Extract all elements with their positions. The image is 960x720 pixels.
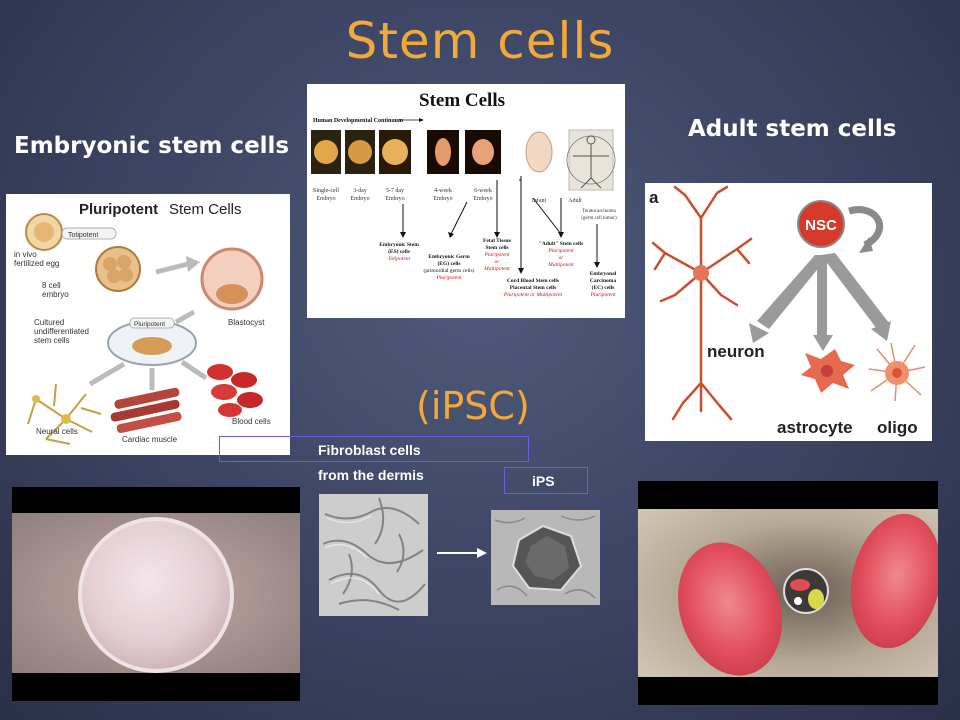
- svg-text:(germ cell tumor): (germ cell tumor): [581, 216, 617, 221]
- svg-text:Embryo: Embryo: [473, 196, 492, 202]
- svg-text:Embryo: Embryo: [350, 196, 369, 202]
- svg-text:Blastocyst: Blastocyst: [228, 318, 265, 327]
- svg-text:(ES) cells: (ES) cells: [388, 248, 410, 255]
- fibroblast-label-line2: from the dermis: [318, 467, 424, 483]
- svg-text:Placental Stem cells: Placental Stem cells: [510, 285, 556, 291]
- blood-cells-image: [207, 364, 263, 417]
- arrow-icon: [437, 546, 487, 560]
- self-renewal-arrow: [848, 206, 884, 249]
- arrow-to-oligo: [821, 253, 889, 329]
- svg-text:Single-cell: Single-cell: [313, 188, 339, 194]
- svg-text:undifferentiated: undifferentiated: [34, 327, 89, 336]
- svg-text:a: a: [649, 188, 659, 207]
- svg-text:or: or: [559, 255, 565, 261]
- svg-text:Fetal Tissue: Fetal Tissue: [483, 238, 512, 244]
- svg-text:Embryonal: Embryonal: [590, 271, 617, 277]
- astrocyte-image: [801, 349, 855, 393]
- svg-text:Blood cells: Blood cells: [232, 417, 271, 426]
- astrocyte-label: astrocyte: [777, 418, 853, 437]
- svg-text:Pluripotent: Pluripotent: [435, 275, 462, 281]
- svg-text:(EC) cells: (EC) cells: [592, 284, 615, 291]
- page-title: Stem cells: [345, 12, 615, 70]
- svg-text:Embryonic Germ: Embryonic Germ: [428, 254, 470, 260]
- fibroblast-label-box: [219, 436, 529, 462]
- svg-text:Carcinoma: Carcinoma: [590, 278, 616, 284]
- svg-text:Pluripotent: Pluripotent: [483, 252, 510, 258]
- svg-text:embryo: embryo: [42, 290, 69, 299]
- ips-label: iPS: [532, 473, 555, 489]
- svg-text:8 cell: 8 cell: [42, 281, 61, 290]
- embryo-video-frame: [12, 487, 300, 701]
- nsc-label: NSC: [805, 217, 837, 234]
- svg-text:or: or: [495, 259, 501, 265]
- svg-text:Cord Blood Stem cells: Cord Blood Stem cells: [507, 278, 559, 284]
- 8-cell-embryo-image: [95, 246, 141, 292]
- svg-text:Embryonic Stem: Embryonic Stem: [379, 242, 419, 248]
- pluripotent-title-bold: Pluripotent: [79, 201, 158, 218]
- adult-heading: Adult stem cells: [688, 116, 897, 142]
- ipsc-heading: (iPSC): [416, 384, 530, 428]
- nsc-cell-image: [797, 200, 845, 248]
- svg-text:5-7 day: 5-7 day: [386, 188, 404, 194]
- svg-text:4-week: 4-week: [434, 188, 452, 194]
- oligodendrocyte-image: [868, 342, 926, 402]
- svg-text:Adult: Adult: [568, 198, 582, 204]
- oligo-label: oligo: [877, 418, 918, 437]
- ips-micrograph: [491, 510, 600, 605]
- pluripotent-diagram: Pluripotent Stem Cells Totipotent in viv…: [6, 194, 290, 455]
- svg-text:Pluripotent: Pluripotent: [547, 248, 574, 254]
- stem-cell-cluster-image: [783, 568, 829, 614]
- developmental-continuum-diagram: Stem Cells Human Developmental Continuum…: [307, 84, 625, 318]
- adult-vitruvian-image: [566, 129, 616, 191]
- svg-text:fertilized egg: fertilized egg: [14, 259, 59, 268]
- blood-vessel-video-frame: [638, 481, 942, 705]
- embryo-stage-images: [311, 130, 501, 174]
- svg-text:Cultured: Cultured: [34, 318, 64, 327]
- svg-text:Embryo: Embryo: [316, 196, 335, 202]
- svg-text:"Adult" Stem cells: "Adult" Stem cells: [539, 241, 583, 247]
- continuum-title: Stem Cells: [419, 90, 505, 111]
- svg-text:3-day: 3-day: [353, 188, 367, 194]
- svg-text:Multipotent: Multipotent: [547, 262, 574, 268]
- embryonic-heading: Embryonic stem cells: [14, 133, 290, 159]
- svg-text:6-week: 6-week: [474, 188, 492, 194]
- pluripotent-tag: Pluripotent: [134, 321, 165, 328]
- neural-stem-cell-diagram: a neuron NSC astrocyte: [645, 183, 932, 441]
- neuron-label: neuron: [707, 342, 765, 361]
- svg-text:Pluripotent: Pluripotent: [589, 292, 616, 298]
- svg-text:Pluripotent or Multipotent: Pluripotent or Multipotent: [503, 292, 563, 298]
- svg-text:Infant: Infant: [532, 197, 547, 204]
- pluripotent-title-rest: Stem Cells: [169, 201, 242, 218]
- svg-text:(primordial germ cells): (primordial germ cells): [423, 267, 474, 274]
- fibroblast-micrograph: [319, 494, 428, 616]
- cardiac-muscle-image: [110, 387, 182, 434]
- egg-cell-image: [78, 517, 234, 673]
- neuron-cell-body: [693, 265, 709, 281]
- svg-text:Stem cells: Stem cells: [485, 245, 508, 251]
- svg-text:Embryo: Embryo: [385, 196, 404, 202]
- ips-label-box: [504, 467, 588, 494]
- svg-text:in vivo: in vivo: [14, 250, 37, 259]
- neuron-image: [651, 185, 753, 421]
- svg-text:Cardiac muscle: Cardiac muscle: [122, 435, 178, 444]
- svg-text:Multipotent: Multipotent: [483, 266, 510, 272]
- fibroblast-label-line1: Fibroblast cells: [318, 442, 421, 458]
- svg-text:Teratocarcinoma: Teratocarcinoma: [582, 209, 616, 214]
- infant-image: [525, 131, 553, 173]
- svg-text:Neural cells: Neural cells: [36, 427, 78, 436]
- svg-text:stem cells: stem cells: [34, 336, 70, 345]
- totipotent-tag: Totipotent: [68, 232, 98, 239]
- svg-text:Embryo: Embryo: [433, 196, 452, 202]
- arrow-to-neuron: [757, 255, 829, 329]
- svg-text:Human Developmental Continuum: Human Developmental Continuum: [313, 118, 403, 124]
- red-blood-cell-image: [678, 542, 782, 676]
- svg-text:(EG) cells: (EG) cells: [437, 260, 460, 267]
- svg-text:Totipotent: Totipotent: [388, 256, 411, 262]
- arrow-to-astrocyte: [817, 257, 827, 337]
- red-blood-cell-image: [850, 513, 942, 649]
